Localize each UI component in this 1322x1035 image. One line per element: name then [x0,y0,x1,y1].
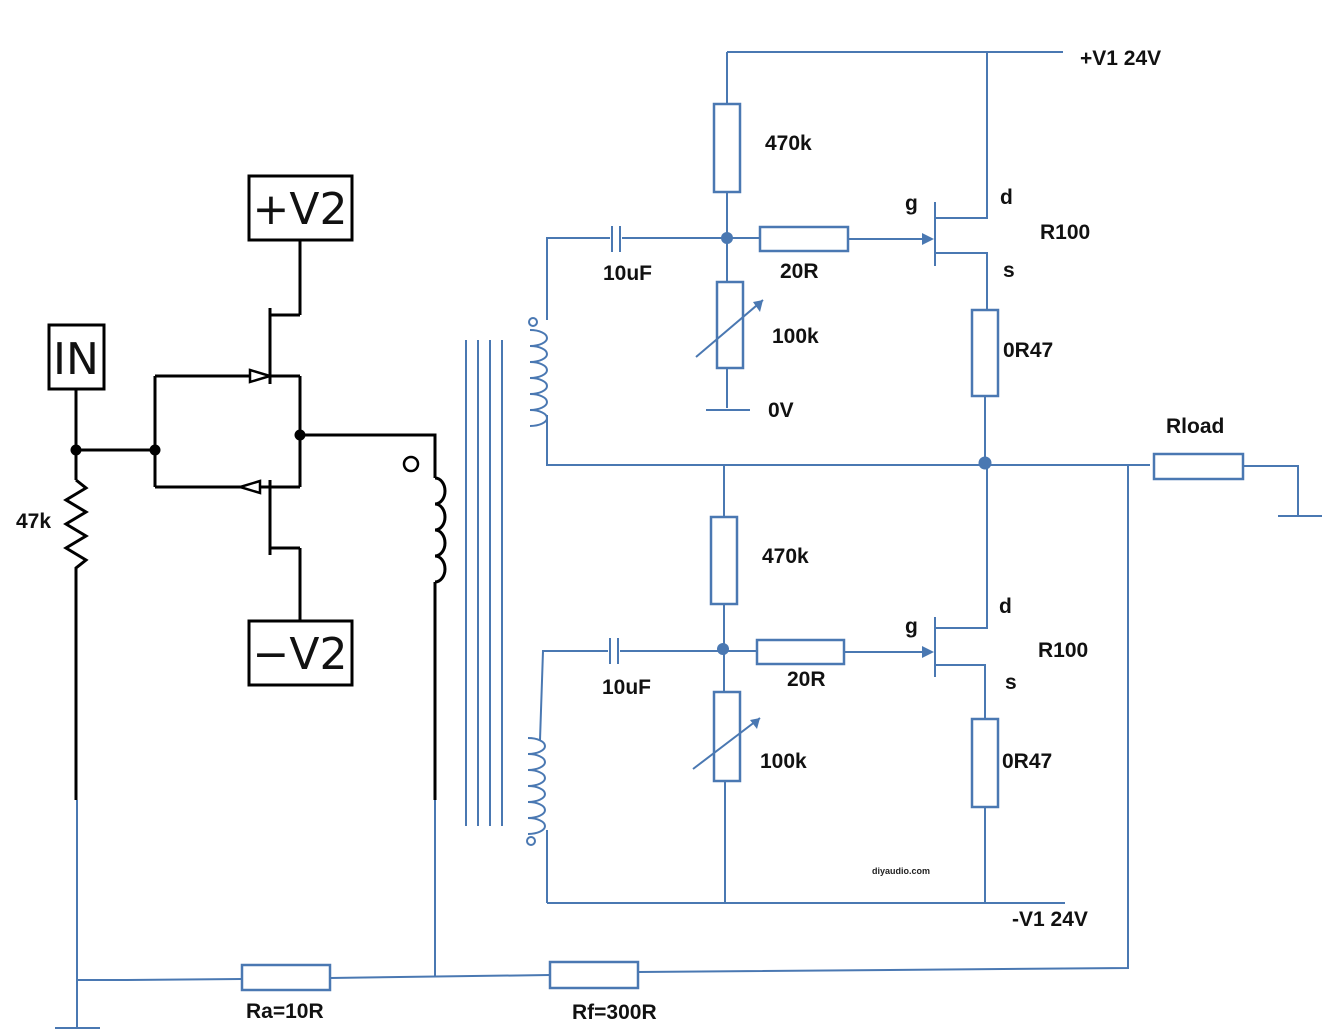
drain-top-label: d [1000,186,1013,209]
polarity-dot [528,317,538,327]
secondary-winding-bottom [527,737,546,835]
resistor-rload-label: Rload [1166,415,1224,438]
source-bottom-label: s [1005,671,1017,694]
resistor-47k [63,478,89,800]
resistor-ra [240,963,332,992]
primary-feed-wire [300,433,437,478]
resistor-20r-bottom [755,638,846,666]
input-label: IN [53,334,99,385]
pot-arrow [692,717,761,770]
resistor-rf-label: Rf=300R [572,1001,657,1024]
mosfet-bottom: g d s R100 [905,465,1088,719]
resistor-rf [548,960,640,990]
resistor-20r-top [758,225,850,253]
secondary-winding-top [529,329,548,427]
vneg2-label: −V2 [253,629,348,680]
mosfet-bottom-label: R100 [1038,639,1088,662]
jfet-lower [235,479,302,621]
polarity-dot [526,836,536,846]
pot-arrow [695,299,764,358]
pot-100k-bottom-label: 100k [760,750,807,773]
drain-bottom-label: d [999,595,1012,618]
resistor-470k-bottom-label: 470k [762,545,809,568]
gate-top-label: g [905,192,918,215]
ground-0v-label: 0V [768,399,794,422]
vpos2-label: +V2 [253,184,348,235]
output-node-dot [978,456,992,470]
primary-winding [434,476,447,584]
resistor-20r-bottom-label: 20R [787,668,826,691]
resistor-0r47-bottom-label: 0R47 [1002,750,1052,773]
mosfet-top: g d s R100 [905,52,1090,310]
watermark: diyaudio.com [872,866,930,876]
resistor-0r47-top [970,308,1000,398]
resistor-0r47-bottom [970,717,1000,809]
resistor-47k-label: 47k [16,510,51,533]
capacitor-top-label: 10uF [603,262,652,285]
jfet-upper [248,240,302,487]
gate-bottom-label: g [905,615,918,638]
junction-dot [721,232,733,244]
resistor-rload [1152,452,1245,481]
polarity-dot [402,455,420,473]
resistor-470k-top-label: 470k [765,132,812,155]
junction-dot [70,444,82,456]
mosfet-top-label: R100 [1040,221,1090,244]
driver-section: IN 47k +V2 −V2 [16,174,447,800]
junction-dot [717,643,729,655]
resistor-470k-top [712,102,742,194]
pot-100k-top [715,280,745,370]
resistor-470k-bottom [709,515,739,606]
source-top-label: s [1003,259,1015,282]
resistor-ra-label: Ra=10R [246,1000,324,1023]
resistor-20r-top-label: 20R [780,260,819,283]
output-stage: +V1 24V -V1 24V 470k 10uF 20R 100k 0V [55,47,1322,1029]
transformer-core [465,340,503,826]
pot-100k-top-label: 100k [772,325,819,348]
capacitor-bottom-label: 10uF [602,676,651,699]
resistor-0r47-top-label: 0R47 [1003,339,1053,362]
rail-positive-label: +V1 24V [1080,47,1161,70]
rail-negative-label: -V1 24V [1012,908,1088,931]
